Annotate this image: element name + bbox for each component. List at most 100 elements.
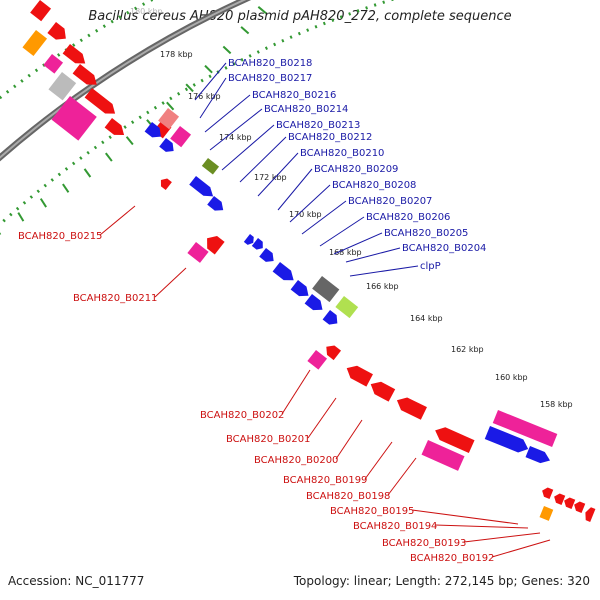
leader-line	[239, 136, 287, 183]
gene-label-reverse: BCAH820_B0193	[382, 538, 466, 549]
leader-line	[209, 108, 263, 151]
ruler-tick	[185, 83, 194, 93]
tick-label: 170 kbp	[289, 210, 322, 219]
leader-line	[301, 200, 347, 235]
ruler-tick	[240, 26, 250, 35]
leader-line	[199, 77, 227, 119]
gene-arrow	[160, 178, 172, 191]
leader-line	[349, 265, 419, 277]
gene-label-reverse: BCAH820_B0200	[254, 455, 338, 466]
map-title: Bacillus cereus AH820 plasmid pAH820_272…	[88, 9, 512, 24]
gene-arrow	[201, 158, 220, 175]
ruler-tick	[125, 136, 134, 146]
gene-arrow	[574, 501, 586, 514]
gene-label-forward: BCAH820_B0213	[276, 120, 360, 131]
leader-line	[99, 205, 136, 236]
gene-arrow	[159, 138, 174, 152]
leader-line	[307, 397, 337, 439]
tick-label: 162 kbp	[451, 345, 484, 354]
gene-arrow	[144, 122, 161, 138]
leader-line	[434, 524, 529, 529]
gene-glyphs	[22, 0, 596, 522]
gene-label-forward: clpP	[420, 261, 441, 272]
ruler-tick	[222, 45, 232, 55]
tick-label: 174 kbp	[219, 133, 252, 142]
gene-arrow	[585, 507, 596, 522]
leader-line	[281, 369, 311, 415]
accession-text: Accession: NC_011777	[8, 574, 145, 588]
leader-line	[335, 419, 363, 460]
leader-line	[194, 62, 227, 101]
ruler-tick	[62, 183, 70, 193]
leader-line	[289, 184, 331, 223]
gene-arrow	[396, 397, 427, 420]
gene-label-forward: BCAH820_B0216	[252, 90, 336, 101]
ruler-tick	[166, 101, 175, 111]
ruler-tick	[39, 198, 47, 208]
gene-arrow	[62, 44, 86, 64]
gene-arrow	[30, 0, 52, 22]
tick-label: 168 kbp	[329, 248, 362, 257]
gene-arrow	[259, 248, 274, 262]
ruler-tick	[17, 212, 25, 222]
gene-arrow	[542, 487, 554, 500]
inner-ruler	[0, 0, 155, 100]
gene-arrow	[84, 88, 116, 114]
leader-line	[411, 509, 519, 525]
gene-arrow	[187, 242, 209, 263]
leader-line	[277, 168, 313, 211]
tick-label: 166 kbp	[366, 282, 399, 291]
gene-label-reverse: BCAH820_B0192	[410, 553, 494, 564]
gene-label-reverse: BCAH820_B0211	[73, 293, 157, 304]
gene-label-forward: BCAH820_B0207	[348, 196, 432, 207]
gene-arrow	[304, 294, 323, 311]
leader-line	[257, 152, 299, 197]
gene-arrow	[435, 427, 475, 454]
leader-line	[204, 94, 251, 133]
leader-line	[333, 232, 383, 255]
gene-arrow	[207, 235, 225, 255]
gene-label-forward: BCAH820_B0214	[264, 104, 348, 115]
leader-line	[154, 267, 187, 298]
gene-arrow	[47, 22, 66, 40]
gene-label-forward: BCAH820_B0212	[288, 132, 372, 143]
leader-line	[345, 247, 401, 263]
gene-arrow	[307, 350, 328, 370]
gene-label-reverse: BCAH820_B0199	[283, 475, 367, 486]
gene-arrow	[51, 96, 97, 141]
gene-label-forward: BCAH820_B0205	[384, 228, 468, 239]
ruler-tick	[104, 152, 113, 162]
leader-line	[491, 539, 551, 558]
ruler-tick	[83, 168, 92, 178]
leader-line	[319, 216, 365, 247]
gene-arrow	[251, 238, 263, 250]
gene-label-forward: BCAH820_B0204	[402, 243, 486, 254]
topology-summary: Topology: linear; Length: 272,145 bp; Ge…	[293, 574, 590, 588]
gene-arrow	[22, 30, 48, 56]
gene-arrow	[243, 234, 254, 245]
leader-line	[364, 441, 393, 480]
gene-arrow	[421, 440, 465, 471]
gene-arrow	[207, 196, 224, 211]
tick-label: 178 kbp	[160, 50, 193, 59]
gene-arrow	[564, 497, 576, 510]
gene-arrow	[492, 410, 558, 447]
gene-arrow	[158, 108, 180, 130]
gene-arrow	[335, 296, 359, 319]
gene-label-forward: BCAH820_B0208	[332, 180, 416, 191]
gene-label-forward: BCAH820_B0218	[228, 58, 312, 69]
gene-arrow	[43, 54, 64, 74]
ruler-tick	[257, 6, 267, 14]
gene-arrow	[346, 365, 373, 387]
gene-label-forward: BCAH820_B0217	[228, 73, 312, 84]
tick-label: 176 kbp	[188, 92, 221, 101]
gene-arrow	[322, 310, 338, 325]
gene-label-reverse: BCAH820_B0202	[200, 410, 284, 421]
gene-label-forward: BCAH820_B0210	[300, 148, 384, 159]
tick-label: 180 kbp	[130, 7, 163, 16]
tick-label: 158 kbp	[540, 400, 573, 409]
gene-arrow	[72, 64, 97, 85]
gene-arrow	[189, 176, 214, 197]
gene-arrow	[525, 446, 551, 464]
ruler-tick	[204, 64, 213, 74]
